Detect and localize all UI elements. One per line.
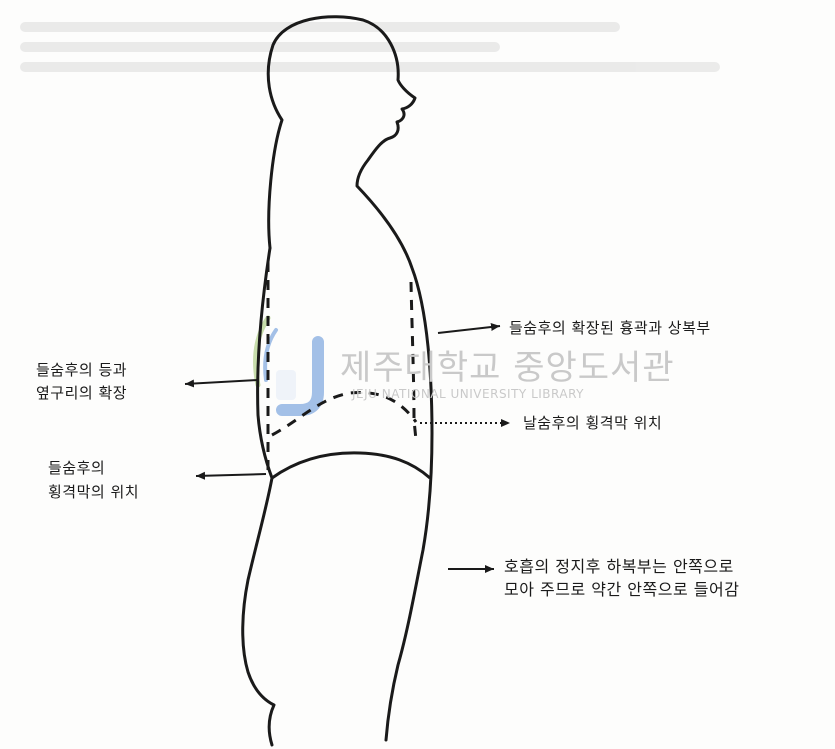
arrow-expanded-chest	[438, 326, 500, 333]
watermark-korean-text: 제주대학교 중앙도서관	[340, 340, 675, 389]
label-abdomen-line2: 모아 주므로 약간 안쪽으로 들어감	[504, 579, 739, 601]
label-expanded-chest: 들숨후의 확장된 흉곽과 상복부	[509, 318, 711, 338]
watermark-english-text: JEJU NATIONAL UNIVERSITY LIBRARY	[352, 387, 584, 401]
label-inhale-diaphragm-line2: 횡격막의 위치	[48, 482, 139, 502]
arrow-inhale-diaphragm	[196, 474, 266, 476]
label-exhale-diaphragm: 날숨후의 횡격막 위치	[523, 413, 662, 433]
label-inhale-diaphragm-line1: 들숨후의	[48, 458, 105, 478]
label-back-side-line2: 옆구리의 확장	[36, 383, 127, 403]
label-back-side-line1: 들숨후의 등과	[36, 360, 127, 380]
arrow-back-side	[185, 380, 258, 384]
inhale-diaphragm-curve	[272, 453, 430, 478]
watermark-logo	[256, 318, 318, 410]
label-abdomen-line1: 호흡의 정지후 하복부는 안쪽으로	[504, 556, 734, 578]
